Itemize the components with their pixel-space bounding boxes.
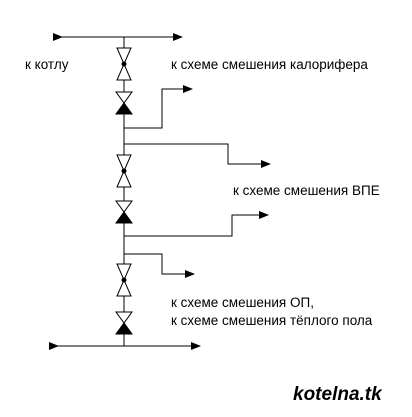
ball-valve-icon	[116, 47, 132, 81]
heater-mixing-label: к схеме смешения калорифера	[171, 57, 368, 72]
heater-supply-pipe	[124, 85, 193, 129]
watermark: kotelna.tk	[293, 384, 382, 405]
vpe-supply-pipe	[124, 143, 271, 168]
ball-valve-icon	[116, 263, 132, 297]
vpe-mixing-label: к схеме смешения ВПЕ	[233, 183, 380, 198]
vpe-return-pipe	[124, 211, 269, 237]
op-supply-pipe	[124, 253, 195, 278]
op-mixing-label: к схеме смешения ОП,	[171, 295, 314, 310]
floor-mixing-label: к схеме смешения тёплого пола	[171, 313, 373, 328]
boiler-label: к котлу	[25, 57, 69, 72]
check-valve-icon	[115, 311, 133, 335]
ball-valve-icon	[116, 154, 132, 188]
check-valve-icon	[115, 200, 133, 224]
check-valve-icon	[115, 91, 133, 115]
